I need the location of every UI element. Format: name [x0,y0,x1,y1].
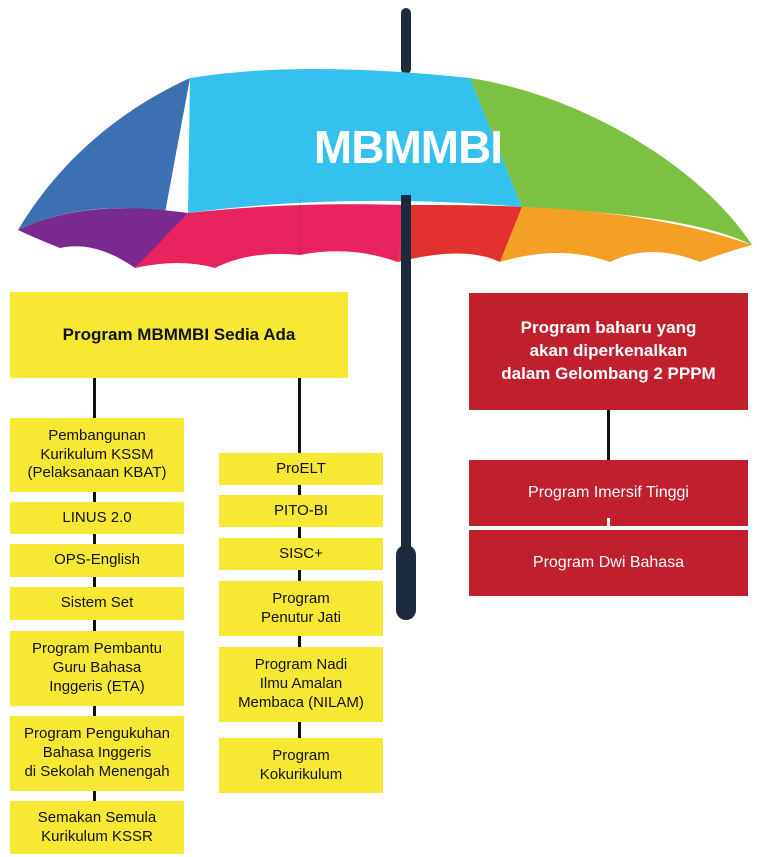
existing-program-item: SISC+ [219,538,383,570]
new-programs-connector [607,410,610,460]
existing-program-item: Sistem Set [10,587,184,620]
canopy-red-panel [398,205,522,262]
existing-program-item: Pembangunan Kurikulum KSSM (Pelaksanaan … [10,418,184,492]
existing-program-item: Semakan Semula Kurikulum KSSR [10,801,184,854]
existing-program-item: PITO-BI [219,495,383,527]
canopy-green-panel [470,78,752,245]
canopy-blue-panel [18,78,190,230]
new-items-connector [607,518,610,534]
existing-program-item: Program Nadi Ilmu Amalan Membaca (NILAM) [219,647,383,722]
canopy-purple-panel [18,208,188,268]
umbrella-tip [401,8,411,74]
new-programs-heading: Program baharu yang akan diperkenalkan d… [469,293,748,410]
umbrella-shaft [401,195,411,555]
new-program-item: Program Dwi Bahasa [469,530,748,596]
existing-program-item: Program Pengukuhan Bahasa Inggeris di Se… [10,716,184,791]
new-program-item: Program Imersif Tinggi [469,460,748,526]
existing-program-item: OPS-English [10,544,184,577]
canopy-magenta-panel [135,204,405,268]
diagram-title: MBMMBI [313,121,503,173]
existing-program-item: Program Pembantu Guru Bahasa Inggeris (E… [10,631,184,706]
existing-program-item: LINUS 2.0 [10,502,184,534]
existing-program-item: ProELT [219,453,383,485]
existing-programs-heading: Program MBMMBI Sedia Ada [10,292,348,378]
canopy-cyan-panel [188,69,522,213]
canopy-orange-panel [500,207,752,262]
existing-program-item: Program Kokurikulum [219,738,383,793]
existing-program-item: Program Penutur Jati [219,581,383,636]
umbrella-handle [396,545,416,620]
